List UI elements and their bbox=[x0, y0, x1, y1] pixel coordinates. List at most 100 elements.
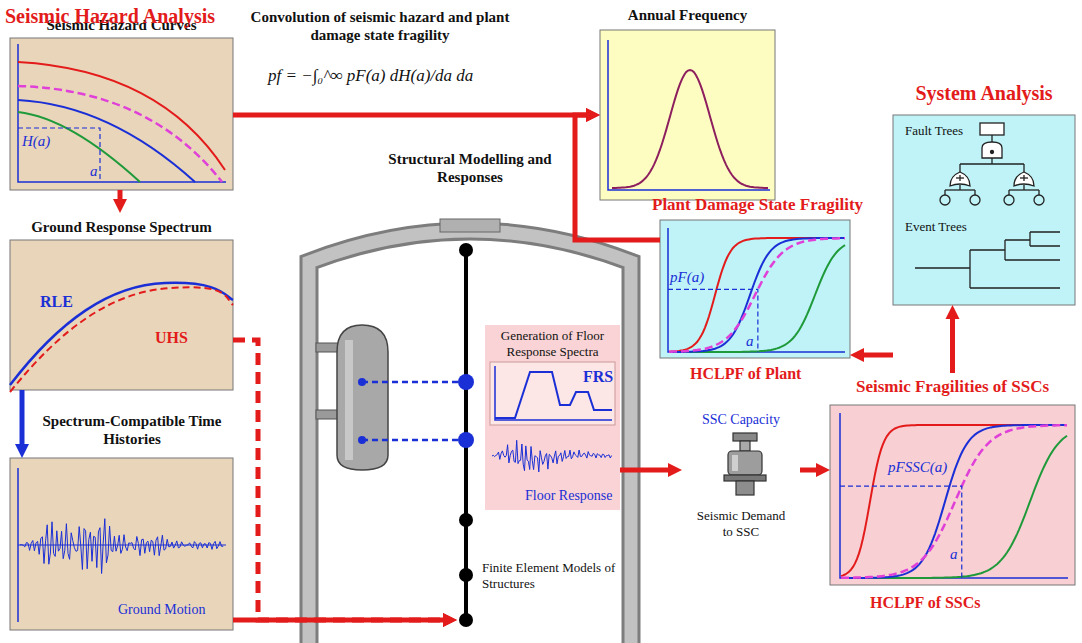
node-label: pFSSC(a) bbox=[888, 458, 947, 476]
connector bbox=[233, 613, 457, 627]
frs-box: Generation of Floor Response SpectraFRSF… bbox=[485, 325, 620, 510]
connector-line bbox=[20, 390, 25, 446]
node-heading: Structural Modelling and Responses bbox=[370, 150, 570, 186]
fragility-curve bbox=[841, 425, 1067, 578]
containment bbox=[309, 231, 631, 643]
pipe bbox=[316, 343, 338, 352]
event-tree bbox=[915, 232, 1060, 288]
plant-fragility-box: Plant Damage State FragilitypF(a)aHCLPF … bbox=[660, 220, 850, 358]
ssc-fragility-box: Seismic Fragilities of SSCspFSSC(a)aHCLP… bbox=[830, 405, 1075, 585]
connector-line bbox=[800, 468, 818, 473]
dot bbox=[459, 243, 473, 257]
node-heading: Plant Damage State Fragility bbox=[652, 195, 863, 215]
frequency-box: Annual Frequency bbox=[600, 30, 775, 200]
node-label: UHS bbox=[155, 328, 188, 347]
node-label: HCLPF of SSCs bbox=[870, 593, 981, 612]
arrowhead bbox=[946, 305, 960, 319]
connector bbox=[15, 390, 29, 458]
arrowhead bbox=[113, 199, 127, 213]
generated-curves bbox=[18, 70, 1067, 578]
connector bbox=[575, 108, 660, 240]
section-title: Seismic Hazard Analysis bbox=[5, 4, 215, 28]
structure-box: Structural Modelling and ResponsesFinite… bbox=[297, 150, 645, 643]
motion-pane bbox=[10, 458, 233, 630]
system-analysis-box: System AnalysisFault TreesEvent Trees bbox=[893, 115, 1075, 305]
connector bbox=[233, 340, 457, 627]
fragility-curve bbox=[669, 245, 845, 352]
arrowhead bbox=[586, 108, 600, 122]
fragility-curve bbox=[841, 425, 1067, 576]
arrowhead bbox=[668, 463, 682, 477]
plant-pane bbox=[660, 220, 850, 358]
fragility-curve bbox=[669, 238, 845, 352]
spectrum-box: Ground Response SpectrumRLEUHS bbox=[10, 240, 233, 390]
hazard-curves bbox=[18, 62, 225, 182]
link bbox=[362, 439, 466, 442]
node-label: H(a) bbox=[22, 132, 50, 150]
connector-line bbox=[862, 353, 893, 358]
arrowhead bbox=[586, 108, 600, 122]
node-label: RLE bbox=[40, 292, 73, 311]
dot bbox=[459, 513, 473, 527]
guide-line bbox=[840, 486, 962, 578]
pipe bbox=[316, 410, 338, 419]
dot bbox=[459, 568, 473, 582]
guide-line bbox=[668, 289, 758, 352]
node-label: Floor Response bbox=[525, 488, 613, 505]
uhs-curve bbox=[10, 287, 233, 392]
arrowhead bbox=[15, 444, 29, 458]
node-heading: Seismic Fragilities of SSCs bbox=[830, 377, 1075, 397]
node-label: Seismic Demand to SSC bbox=[691, 508, 791, 539]
fragility-curve bbox=[841, 425, 1067, 578]
dot bbox=[459, 613, 473, 627]
connector-line bbox=[620, 468, 670, 473]
crane bbox=[440, 219, 500, 232]
node-heading: Ground Response Spectrum bbox=[0, 218, 243, 236]
formula: pf = −∫₀^∞ pF(a) dH(a)/da da bbox=[268, 66, 473, 86]
connector-line bbox=[233, 340, 445, 620]
link bbox=[362, 381, 466, 384]
fragility-curve bbox=[669, 238, 845, 352]
hazard-pane bbox=[10, 38, 233, 190]
time-history-box: Spectrum-Compatible Time HistoriesGround… bbox=[10, 458, 233, 630]
node-label: FRS bbox=[583, 367, 613, 386]
arrowhead bbox=[850, 348, 864, 362]
axis bbox=[18, 545, 226, 546]
node-label: pF(a) bbox=[670, 268, 704, 286]
floor-response-wave bbox=[492, 440, 612, 472]
node-label: Event Trees bbox=[905, 219, 967, 235]
frs-plot bbox=[490, 362, 615, 425]
node-heading: Annual Frequency bbox=[600, 6, 775, 24]
fragility-curve bbox=[669, 238, 845, 352]
connector bbox=[620, 463, 682, 477]
dot bbox=[358, 378, 366, 386]
caption-text: Convolution of seismic hazard and plant … bbox=[250, 8, 510, 44]
node-heading: SSC Capacity bbox=[682, 412, 800, 429]
node-label: a bbox=[90, 162, 98, 180]
dot bbox=[458, 374, 474, 390]
system-pane bbox=[893, 115, 1075, 305]
connector bbox=[233, 108, 600, 122]
connector bbox=[800, 463, 830, 477]
connector bbox=[946, 305, 960, 373]
connector-line bbox=[575, 115, 660, 240]
connector-line bbox=[233, 618, 445, 623]
axes bbox=[18, 40, 1068, 622]
frequency-pane bbox=[600, 30, 775, 200]
node-label: Fault Trees bbox=[905, 123, 963, 139]
node-label: Ground Motion bbox=[118, 602, 206, 619]
containment bbox=[309, 231, 631, 643]
arrowhead bbox=[443, 613, 457, 627]
connector bbox=[850, 348, 893, 362]
node-label: Finite Element Models of Structures bbox=[482, 560, 622, 591]
node-heading: System Analysis bbox=[883, 81, 1082, 105]
connector-line bbox=[233, 113, 588, 118]
rle-curve bbox=[10, 283, 233, 385]
ssc-capacity: SSC CapacitySeismic Demand to SSC bbox=[682, 412, 800, 550]
spectrum-pane bbox=[10, 240, 233, 390]
connector bbox=[113, 190, 127, 213]
connector-line bbox=[950, 317, 955, 373]
hazard-curves-box: Seismic Hazard CurvesH(a)a bbox=[10, 38, 233, 190]
ground-motion-wave bbox=[20, 519, 223, 574]
frequency-curve bbox=[612, 70, 768, 188]
